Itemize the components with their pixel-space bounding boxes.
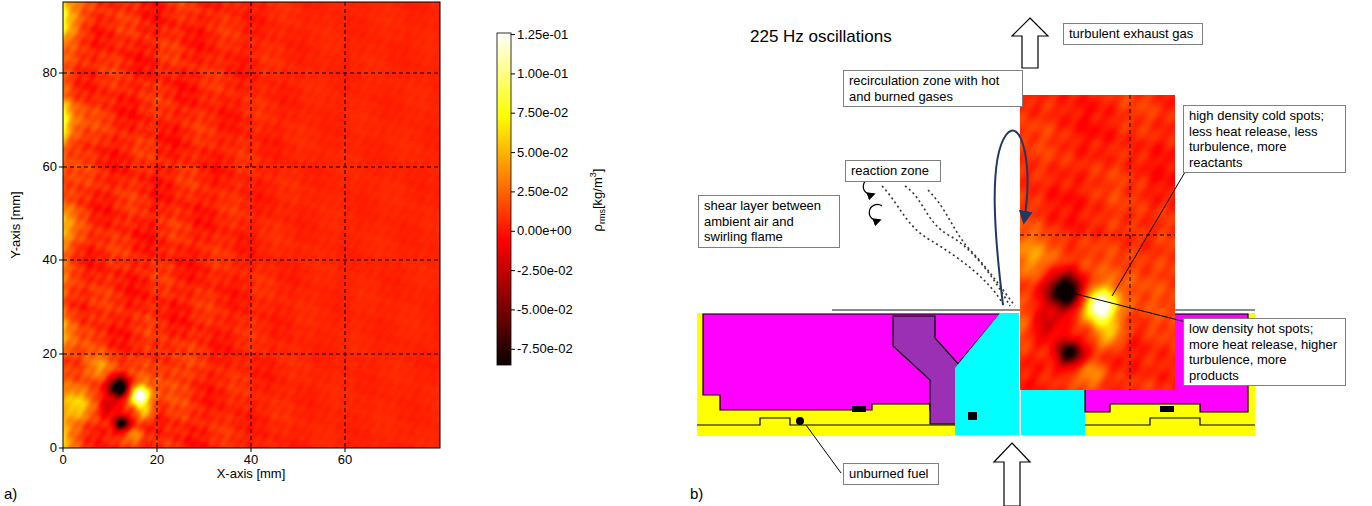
callout-text: high density cold spots; less heat relea… (1189, 108, 1340, 170)
vortex-arrow (869, 204, 882, 220)
tick-mark (511, 349, 515, 350)
tick-label: 80 (43, 66, 57, 81)
tick-mark (511, 309, 515, 310)
tick-mark (511, 231, 515, 232)
callout-text: turbulent exhaust gas (1069, 26, 1197, 42)
callout-box: turbulent exhaust gas (1063, 23, 1203, 45)
grid-line (63, 354, 440, 355)
callout-text: low density hot spots; more heat release… (1189, 321, 1340, 383)
callout-box: recirculation zone with hot and burned g… (843, 70, 1023, 107)
callout-text: shear layer between ambient air and swir… (704, 198, 834, 245)
axis-title: Y-axis [mm] (9, 191, 24, 258)
seal (1160, 406, 1174, 412)
tick-mark (59, 354, 63, 355)
tick-mark (511, 73, 515, 74)
grid-line (251, 2, 252, 448)
callout-box: low density hot spots; more heat release… (1183, 318, 1346, 386)
tick-label: 0 (59, 453, 66, 468)
tick-label: 40 (244, 453, 258, 468)
recirculation-arrow (995, 131, 1028, 305)
colorbar-tick-label: 5.00e-02 (517, 145, 568, 160)
tick-label: 20 (150, 453, 164, 468)
axis-title: X-axis [mm] (217, 467, 286, 482)
grid-line (63, 167, 440, 168)
grid-lines (1020, 95, 1175, 390)
colorbar-tick-label: 1.25e-01 (517, 27, 568, 42)
tick-label: 20 (43, 347, 57, 362)
panel-label: a) (4, 485, 17, 502)
grid-line (157, 2, 158, 448)
leader-lines (806, 167, 1188, 473)
flame-front (882, 186, 1004, 306)
seal (968, 412, 977, 420)
grid-line (63, 73, 440, 74)
tick-mark (511, 113, 515, 114)
colorbar-tick-label: -2.50e-02 (517, 263, 573, 278)
callout-text: reaction zone (851, 163, 935, 179)
colorbar-ticks (511, 35, 515, 350)
callout-text: unburned fuel (849, 466, 933, 482)
tick-mark (59, 260, 63, 261)
tick-mark (345, 448, 346, 452)
colorbar (497, 33, 511, 365)
leader-line (806, 425, 841, 473)
density-heatmap (63, 2, 440, 448)
colorbar-tick-label: 0.00e+00 (517, 224, 572, 239)
grid-lines (63, 2, 440, 448)
colorbar-label-part: rms (597, 209, 607, 224)
colorbar-tick-label: 1.00e-01 (517, 66, 568, 81)
axis-ticks (59, 73, 345, 452)
colorbar-tick-label: -5.00e-02 (517, 302, 573, 317)
grid-line (63, 260, 440, 261)
tick-label: 40 (43, 253, 57, 268)
fuel-inlet-dot (796, 417, 804, 425)
colorbar-tick-label: 2.50e-02 (517, 184, 568, 199)
colorbar-tick-label: 7.50e-02 (517, 106, 568, 121)
callout-text: recirculation zone with hot and burned g… (849, 73, 1017, 104)
colorbar-label-part: ρ (590, 224, 605, 231)
tick-label: 60 (338, 453, 352, 468)
panel-label: b) (690, 485, 703, 502)
colorbar-label-part: [kg/m (590, 177, 605, 209)
inflow-arrow (994, 443, 1030, 506)
colorbar-label: ρrms[kg/m3] (588, 169, 608, 232)
tick-mark (59, 73, 63, 74)
grid-line (1130, 95, 1131, 390)
leader-line (1112, 167, 1188, 296)
axes-frame (63, 2, 440, 448)
tick-mark (511, 152, 515, 153)
tick-mark (63, 448, 64, 452)
exhaust-arrow (1012, 18, 1048, 68)
tick-mark (157, 448, 158, 452)
tick-mark (511, 191, 515, 192)
plot-title: 225 Hz oscillations (750, 27, 892, 47)
seal (852, 406, 866, 412)
tick-mark (511, 270, 515, 271)
tick-mark (511, 34, 515, 35)
callout-box: high density cold spots; less heat relea… (1183, 105, 1346, 173)
callout-box: reaction zone (845, 160, 941, 182)
callout-box: unburned fuel (843, 463, 939, 485)
tick-mark (59, 448, 63, 449)
tick-label: 60 (43, 160, 57, 175)
density-heatmap-detail (1020, 95, 1175, 390)
tick-mark (59, 167, 63, 168)
grid-line (1020, 235, 1175, 236)
tick-label: 0 (50, 441, 57, 456)
colorbar-label-part: 3 (588, 172, 598, 177)
colorbar-tick-label: -7.50e-02 (517, 342, 573, 357)
tick-mark (251, 448, 252, 452)
colorbar-label-part: ] (590, 169, 605, 173)
swirler-left (893, 316, 962, 424)
grid-line (345, 2, 346, 448)
leader-line (1076, 294, 1186, 322)
callout-box: shear layer between ambient air and swir… (698, 195, 840, 248)
